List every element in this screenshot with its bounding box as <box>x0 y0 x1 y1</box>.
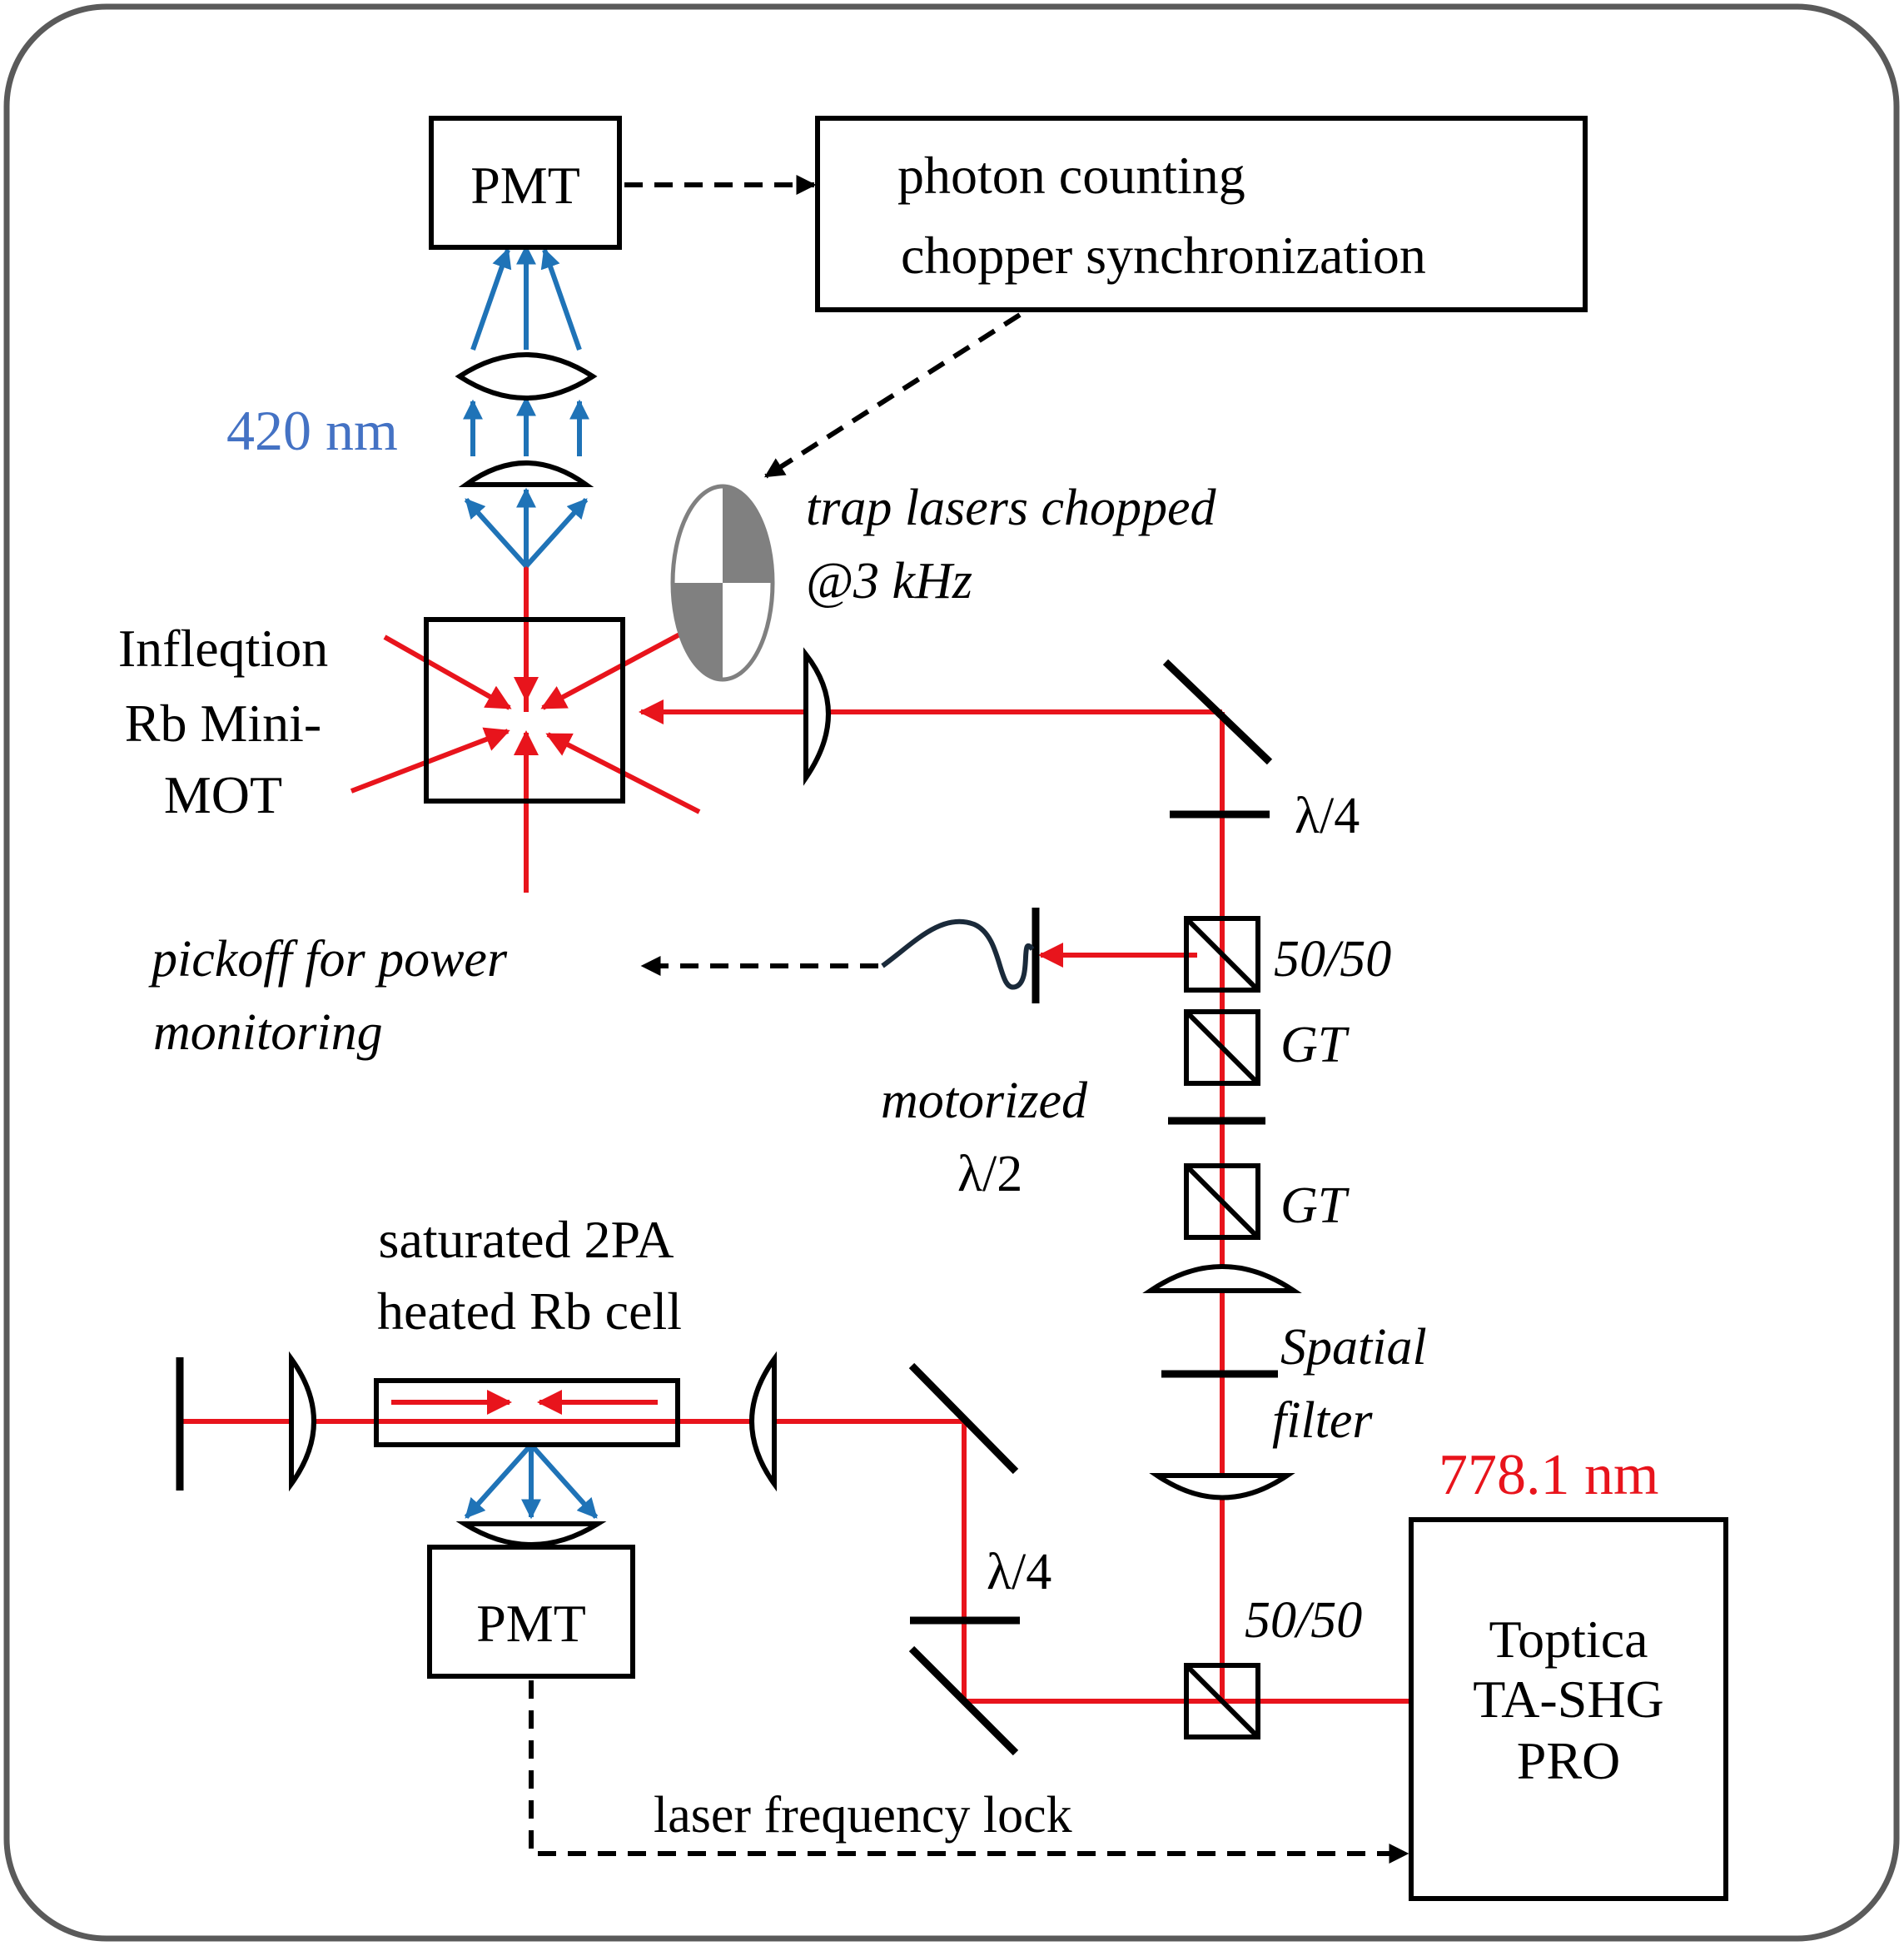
mot-label-line3: MOT <box>164 765 282 824</box>
mot-chamber-box <box>424 617 625 804</box>
pickoff-fiber <box>881 918 1035 990</box>
laser-lock-label: laser frequency lock <box>654 1787 1072 1844</box>
laser-label-line1: Toptica <box>1489 1610 1648 1669</box>
cell-lens-left <box>289 1351 316 1492</box>
qwp-top-label: λ/4 <box>1295 788 1360 844</box>
chopper-label-line1: trap lasers chopped <box>806 480 1217 536</box>
chopper-wheel <box>670 484 775 682</box>
cell-label-line1: saturated 2PA <box>379 1210 674 1269</box>
mirror-top-right <box>1162 659 1273 765</box>
pmt-top-label: PMT <box>470 156 580 215</box>
bs-top-label: 50/50 <box>1274 931 1391 988</box>
gt-polarizer-1 <box>1184 1009 1260 1086</box>
optical-elements <box>176 659 1278 1756</box>
rb-cell-box <box>374 1378 680 1447</box>
pickoff-label-line1: pickoff for power <box>148 931 508 988</box>
gt-polarizer-2 <box>1184 1163 1260 1240</box>
spatial-filter-label-line1: Spatial <box>1280 1319 1427 1376</box>
blue-fluorescence-cell <box>464 1442 599 1520</box>
bs-5050-top <box>1184 916 1260 993</box>
beamsplitter-cubes <box>1184 916 1260 1739</box>
toptica-laser-box <box>1409 1517 1728 1901</box>
counter-label-line2: chopper synchronization <box>901 226 1426 285</box>
mirror-cell-path <box>908 1362 1019 1475</box>
pmt-bottom-box <box>427 1545 635 1679</box>
hwp-label-line2: λ/2 <box>957 1146 1022 1202</box>
cell-label-line2: heated Rb cell <box>377 1282 682 1341</box>
bs-bottom-label: 50/50 <box>1245 1592 1362 1649</box>
photon-counter-box <box>815 116 1588 312</box>
hwp-label-line1: motorized <box>881 1073 1088 1129</box>
chopper-label-line2: @3 kHz <box>806 553 972 610</box>
mot-beam-lens <box>803 647 831 786</box>
spatial-filter-lens-bottom <box>1149 1473 1295 1501</box>
laser-label-line3: PRO <box>1517 1731 1621 1790</box>
outer-frame <box>3 3 1900 1942</box>
signal-lines <box>529 175 1409 1864</box>
qwp-bottom-label: λ/4 <box>987 1544 1051 1600</box>
pmt-bottom-label: PMT <box>476 1594 586 1653</box>
cell-lens-right <box>749 1351 777 1492</box>
blue-fluorescence-top <box>463 244 589 569</box>
spatial-filter-lens-top <box>1142 1264 1302 1293</box>
mot-label-line2: Rb Mini- <box>125 694 321 753</box>
pickoff-label-line2: monitoring <box>153 1004 383 1061</box>
spatial-filter-label-line2: filter <box>1272 1392 1373 1449</box>
laser-label-line2: TA-SHG <box>1473 1670 1664 1729</box>
collection-lens-biconvex <box>455 352 598 401</box>
bs-5050-bottom <box>1184 1663 1260 1739</box>
gt-1-label: GT <box>1280 1017 1350 1073</box>
wavelength-420-label: 420 nm <box>226 399 398 462</box>
mirror-bottom-left <box>908 1645 1019 1756</box>
mot-label-line1: Infleqtion <box>118 619 328 678</box>
pmt-top-box <box>429 116 622 250</box>
counter-label-line1: photon counting <box>897 146 1245 205</box>
cell-pmt-lens <box>455 1521 607 1547</box>
collection-lens-planoconvex <box>458 460 594 487</box>
gt-2-label: GT <box>1280 1177 1350 1234</box>
wavelength-778-label: 778.1 nm <box>1439 1443 1658 1507</box>
